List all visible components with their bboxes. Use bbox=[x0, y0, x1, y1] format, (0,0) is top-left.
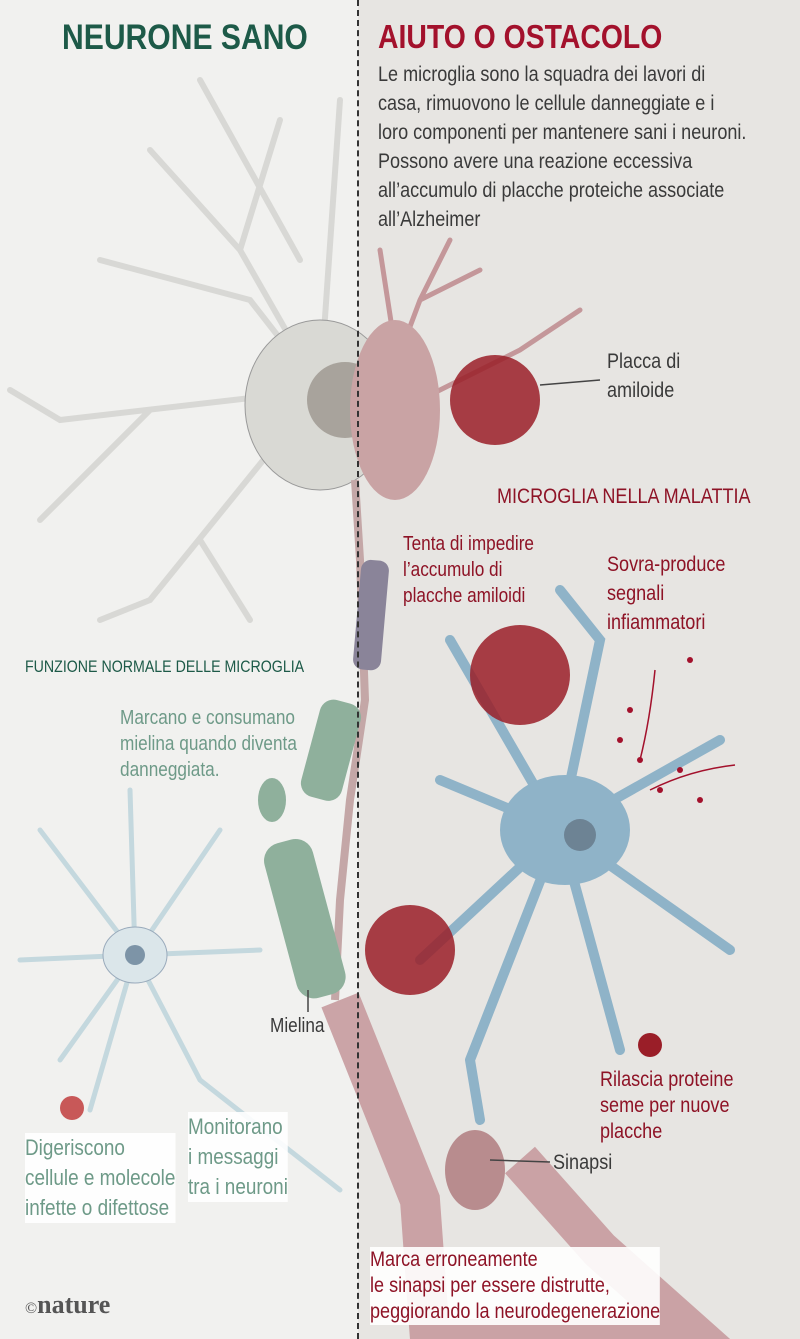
synapse-label: Sinapsi bbox=[553, 1151, 613, 1174]
label-line: placche bbox=[600, 1120, 663, 1143]
myelin-fragment bbox=[258, 778, 286, 822]
myelin-sheath-3 bbox=[264, 839, 346, 999]
intro-text: Le microglia sono la squadra dei lavori … bbox=[378, 60, 746, 234]
resting-microglia-processes bbox=[17, 787, 343, 1193]
amyloid-plaque bbox=[450, 355, 540, 445]
mark-synapses-label: Marca erroneamente le sinapsi per essere… bbox=[370, 1247, 661, 1325]
myelin-label: Mielina bbox=[270, 1015, 325, 1037]
myelin-sheath-2 bbox=[300, 699, 362, 801]
help-or-hindrance-title: AIUTO O OSTACOLO bbox=[378, 18, 663, 55]
normal-function-heading: FUNZIONE NORMALE DELLE MICROGLIA bbox=[25, 658, 305, 676]
label-line: danneggiata. bbox=[120, 759, 220, 781]
label-line: seme per nuove bbox=[600, 1094, 730, 1117]
label-line: placche amiloidi bbox=[403, 585, 526, 607]
inflammatory-signals bbox=[617, 657, 703, 803]
intro-line: casa, rimuovono le cellule danneggiate e… bbox=[378, 92, 715, 115]
diseased-neuron-body bbox=[350, 320, 440, 500]
healthy-neuron bbox=[7, 77, 343, 623]
label-line: infiammatori bbox=[607, 611, 706, 634]
label-line: Digeriscono bbox=[25, 1135, 125, 1160]
label-line: tra i neuroni bbox=[188, 1174, 288, 1199]
label-line: peggiorando la neurodegenerazione bbox=[370, 1300, 661, 1323]
signal-arrow-1 bbox=[639, 669, 656, 761]
right-panel-background bbox=[358, 0, 800, 1339]
disease-heading: MICROGLIA NELLA MALATTIA bbox=[497, 485, 751, 508]
inflammatory-label: Sovra-produce segnali infiammatori bbox=[607, 550, 725, 637]
label-line: cellule e molecole bbox=[25, 1165, 176, 1190]
digest-label: Digeriscono cellule e molecole infette o… bbox=[25, 1133, 176, 1223]
plaque-label: Placca di amiloide bbox=[607, 347, 680, 405]
label-line: Sovra-produce bbox=[607, 553, 726, 576]
label-line: Rilascia proteine bbox=[600, 1068, 734, 1091]
logo-name: nature bbox=[37, 1290, 111, 1319]
intro-line: all’Alzheimer bbox=[378, 208, 481, 231]
diseased-neuron bbox=[377, 237, 583, 403]
intro-line: Le microglia sono la squadra dei lavori … bbox=[378, 63, 706, 86]
label-line: le sinapsi per essere distrutte, bbox=[370, 1274, 610, 1297]
divider-line bbox=[357, 0, 359, 1339]
active-microglia-nucleus bbox=[564, 819, 596, 851]
signal-arrow-2 bbox=[649, 764, 736, 791]
seed-plaque bbox=[638, 1033, 662, 1057]
label-line: segnali bbox=[607, 582, 665, 605]
label-line: infette o difettose bbox=[25, 1195, 170, 1220]
amyloid-plaque-2 bbox=[470, 625, 570, 725]
active-microglia-processes bbox=[415, 585, 735, 1125]
label-line: l’accumulo di bbox=[403, 559, 503, 581]
intro-line: loro componenti per mantenere sani i neu… bbox=[378, 121, 747, 144]
label-line: Marca erroneamente bbox=[370, 1248, 538, 1271]
monitor-label: Monitorano i messaggi tra i neuroni bbox=[188, 1112, 288, 1202]
label-line: Tenta di impedire bbox=[403, 533, 534, 555]
amyloid-plaque-3 bbox=[365, 905, 455, 995]
label-line: Monitorano bbox=[188, 1114, 283, 1139]
label-line: Marcano e consumano bbox=[120, 707, 295, 729]
intro-line: all’accumulo di placche proteiche associ… bbox=[378, 179, 725, 202]
intro-line: Possono avere una reazione eccessiva bbox=[378, 150, 693, 173]
synapse-terminal bbox=[445, 1130, 505, 1210]
resting-microglia-nucleus bbox=[125, 945, 145, 965]
prevent-label: Tenta di impedire l’accumulo di placche … bbox=[403, 531, 534, 609]
seed-proteins-label: Rilascia proteine seme per nuove placche bbox=[600, 1067, 734, 1145]
myelin-sheath-1 bbox=[353, 559, 389, 671]
label-line: i messaggi bbox=[188, 1144, 279, 1169]
healthy-neuron-title: NEURONE SANO bbox=[62, 18, 308, 57]
myelin-action-label: Marcano e consumano mielina quando diven… bbox=[120, 705, 297, 783]
nature-logo: ©nature bbox=[25, 1290, 110, 1320]
synapse-pointer bbox=[489, 1159, 551, 1163]
plaque-pointer bbox=[539, 379, 601, 386]
label-line: Placca di bbox=[607, 350, 681, 373]
copyright-symbol: © bbox=[25, 1300, 38, 1317]
engulfed-cell bbox=[60, 1096, 84, 1120]
label-line: amiloide bbox=[607, 379, 675, 402]
label-line: mielina quando diventa bbox=[120, 733, 297, 755]
